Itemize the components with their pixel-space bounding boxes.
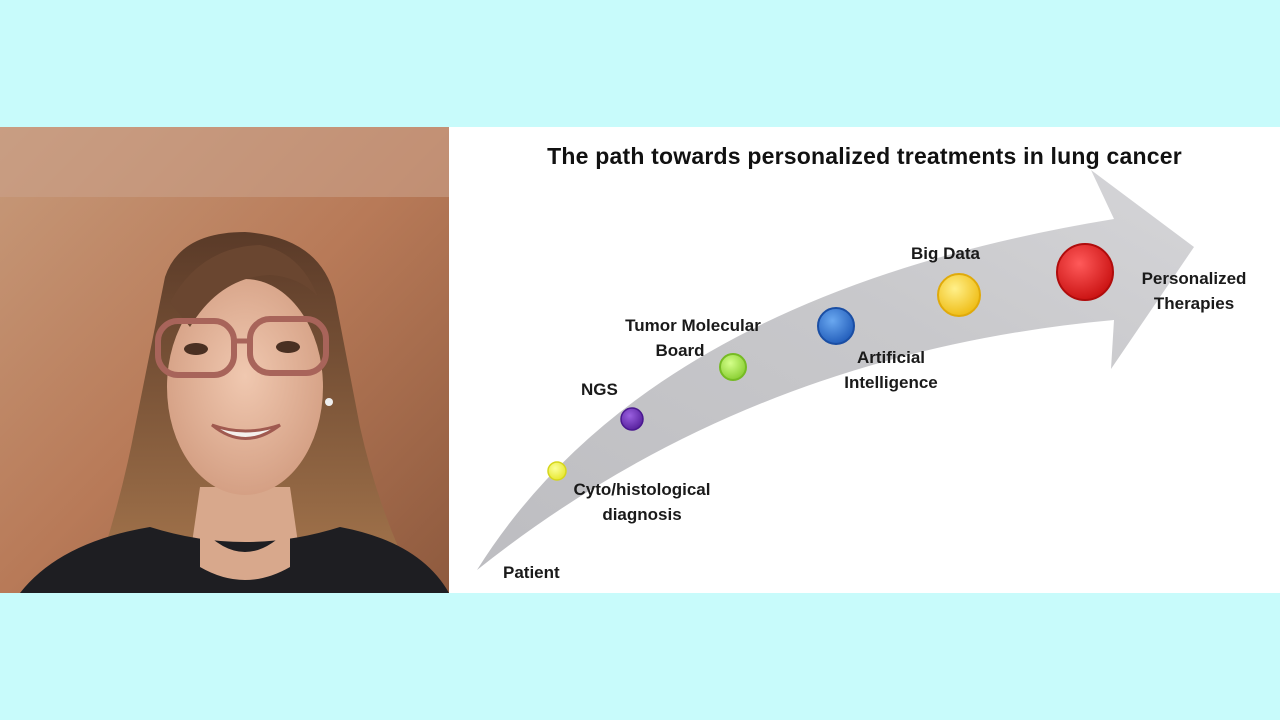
label-personalized-therapies: Personalized Therapies <box>1141 269 1247 313</box>
speaker-image <box>0 127 449 593</box>
video-frame: The path towards personalized treatments… <box>0 127 1280 593</box>
presentation-slide: The path towards personalized treatments… <box>449 127 1280 593</box>
milestone-dot-big-data <box>937 273 981 317</box>
slide-title: The path towards personalized treatments… <box>547 143 1182 169</box>
milestone-dot-ai <box>817 307 855 345</box>
milestone-dot-cyto <box>547 461 567 481</box>
speaker-video <box>0 127 449 593</box>
milestone-dot-tmb <box>719 353 747 381</box>
path-arrow-graphic <box>477 170 1194 570</box>
label-patient: Patient <box>503 563 560 582</box>
path-arrow <box>477 170 1194 570</box>
label-big-data: Big Data <box>911 244 980 263</box>
label-cyto-histological: Cyto/histological diagnosis <box>573 480 711 524</box>
milestone-dot-ngs <box>620 407 644 431</box>
label-tumor-molecular-board: Tumor Molecular Board <box>625 316 761 360</box>
label-ngs: NGS <box>581 380 618 399</box>
milestone-dot-personalized <box>1056 243 1114 301</box>
label-artificial-intelligence: Artificial Intelligence <box>844 348 938 392</box>
